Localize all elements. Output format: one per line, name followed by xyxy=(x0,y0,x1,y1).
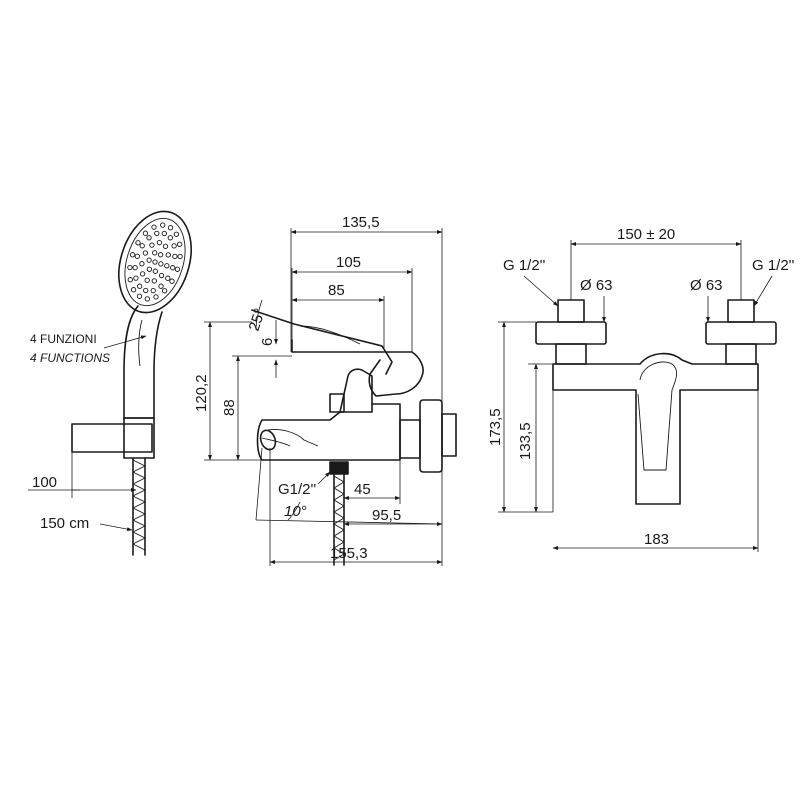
label-4-funzioni: 4 FUNZIONI xyxy=(30,332,97,346)
shower-holder xyxy=(71,423,153,453)
left-flange xyxy=(535,321,607,345)
dim-hose-length: 150 cm xyxy=(40,515,89,532)
dim-173-5: 173,5 xyxy=(487,408,504,446)
dim-85: 85 xyxy=(328,282,345,299)
label-diameter-left: Ø 63 xyxy=(580,277,613,294)
mixer-body xyxy=(256,403,401,461)
dim-155-3: 155,3 xyxy=(330,545,368,562)
right-flange xyxy=(705,321,777,345)
dim-100: 100 xyxy=(32,474,57,491)
label-g12-right: G 1/2'' xyxy=(752,257,795,274)
label-4-functions: 4 FUNCTIONS xyxy=(30,351,110,365)
dim-150-20: 150 ± 20 xyxy=(617,226,675,243)
label-g12-supply: G1/2'' xyxy=(278,481,316,498)
dim-120-2: 120,2 xyxy=(193,374,210,412)
dim-95-5: 95,5 xyxy=(372,507,401,524)
hand-shower-view: 4 FUNZIONI 4 FUNCTIONS 100 150 cm xyxy=(28,210,192,556)
dim-135-5: 135,5 xyxy=(342,214,380,231)
dim-angle-10: 10° xyxy=(284,503,307,520)
dim-angle-25: 25° xyxy=(246,306,269,333)
dim-183: 183 xyxy=(644,531,669,548)
wall-flange xyxy=(419,399,443,473)
shower-hose xyxy=(131,457,147,556)
mixer-front-view: 150 ± 20 G 1/2'' G 1/2'' Ø 63 Ø 63 173,5… xyxy=(487,226,795,552)
shower-head xyxy=(118,210,192,314)
front-body xyxy=(552,352,759,505)
dim-88: 88 xyxy=(221,399,238,416)
label-diameter-right: Ø 63 xyxy=(690,277,723,294)
mixer-lever xyxy=(291,339,424,397)
dim-45: 45 xyxy=(354,481,371,498)
label-g12-left: G 1/2'' xyxy=(503,257,546,274)
shower-nozzles xyxy=(127,222,183,302)
dim-6: 6 xyxy=(259,338,276,346)
dim-105: 105 xyxy=(336,254,361,271)
mixer-side-view: 135,5 105 85 120,2 88 25° 6 G1/2'' 45 10… xyxy=(193,214,457,566)
dim-133-5: 133,5 xyxy=(517,422,534,460)
shower-handle xyxy=(123,305,163,419)
diverter-knob xyxy=(329,393,345,413)
